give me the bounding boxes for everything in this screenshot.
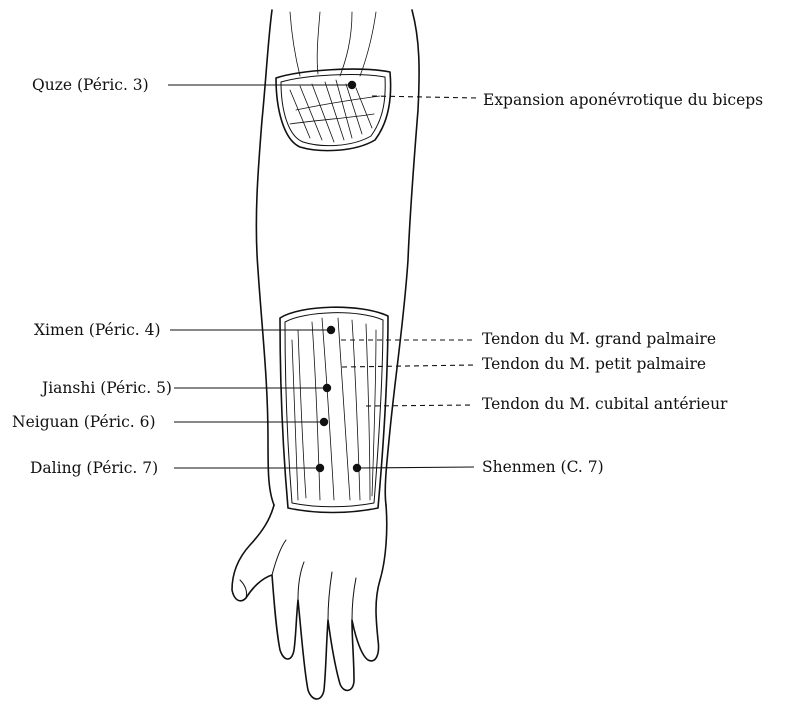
arm-outline-left — [256, 10, 274, 505]
leader-expansion — [372, 96, 478, 98]
point-ximen — [327, 326, 335, 334]
point-neiguan — [320, 418, 328, 426]
leader-cubital — [366, 405, 474, 406]
label-expansion: Expansion aponévrotique du biceps — [483, 93, 763, 109]
point-daling — [316, 464, 324, 472]
point-jianshi — [323, 384, 331, 392]
label-shenmen: Shenmen (C. 7) — [482, 460, 604, 476]
label-cubital: Tendon du M. cubital antérieur — [482, 397, 727, 413]
label-quze: Quze (Péric. 3) — [32, 78, 149, 94]
label-petit-palmaire: Tendon du M. petit palmaire — [482, 357, 706, 373]
leader-shenmen — [357, 467, 474, 468]
label-jianshi: Jianshi (Péric. 5) — [42, 381, 172, 397]
label-neiguan: Neiguan (Péric. 6) — [12, 415, 156, 431]
hand-outline — [232, 505, 387, 699]
elbow-window — [276, 69, 391, 150]
wrist-window — [280, 307, 388, 512]
point-shenmen — [353, 464, 361, 472]
point-quze — [348, 81, 356, 89]
label-grand-palmaire: Tendon du M. grand palmaire — [482, 332, 716, 348]
label-ximen: Ximen (Péric. 4) — [34, 323, 161, 339]
leader-petit-palmaire — [342, 365, 474, 367]
label-daling: Daling (Péric. 7) — [30, 461, 158, 477]
